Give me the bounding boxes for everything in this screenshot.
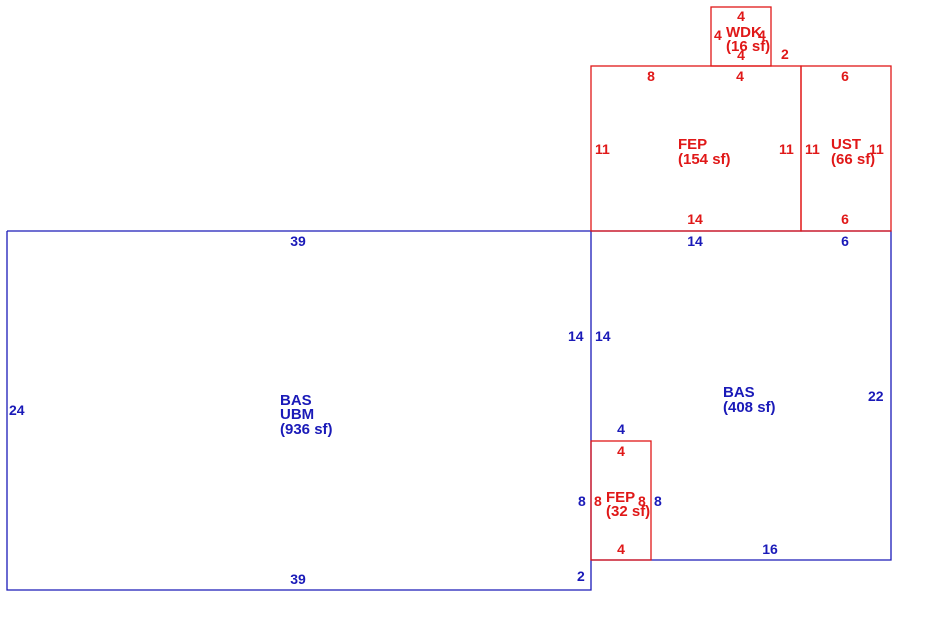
dimension-label: 4 — [617, 443, 625, 459]
dimension-label: 4 — [737, 47, 745, 63]
dimension-label: 2 — [781, 46, 789, 62]
area-ust: UST (66 sf) 6 11 11 6 — [805, 68, 884, 227]
dimension-label: 6 — [841, 211, 849, 227]
dimension-label: 11 — [805, 141, 820, 157]
dimension-label: 14 — [595, 328, 611, 344]
dimension-label: 16 — [762, 541, 778, 557]
dimension-label: 11 — [869, 141, 884, 157]
wdk-outline — [710, 6, 772, 67]
area-label-line: WDK — [726, 24, 762, 41]
area-bas-right: BAS (408 sf) 14 6 22 16 14 4 8 8 — [578, 233, 884, 557]
dimension-label: 14 — [568, 328, 584, 344]
dimension-label: 4 — [737, 8, 745, 24]
dimension-label: 4 — [758, 27, 766, 43]
area-label-line: FEP — [606, 489, 635, 506]
area-label-line: BAS — [723, 384, 755, 401]
area-wdk: WDK (16 sf) 4 4 4 4 2 — [714, 8, 789, 63]
dimension-label: 6 — [841, 68, 849, 84]
dimension-label: 11 — [779, 141, 794, 157]
dimension-label: 2 — [577, 568, 585, 584]
ust-outline — [800, 65, 892, 232]
fep-small-outline — [590, 440, 652, 561]
dimension-label: 8 — [578, 493, 586, 509]
area-fep-small: FEP (32 sf) 4 4 8 8 — [594, 443, 650, 557]
area-label-line: BAS — [280, 392, 312, 409]
dimension-label: 8 — [594, 493, 602, 509]
area-size-label: (66 sf) — [831, 151, 875, 168]
area-size-label: (936 sf) — [280, 421, 333, 438]
dimension-label: 8 — [647, 68, 655, 84]
area-size-label: (32 sf) — [606, 503, 650, 520]
dimension-label: 8 — [654, 493, 662, 509]
area-label-line: UST — [831, 136, 861, 153]
dimension-label: 4 — [714, 27, 722, 43]
dimension-label: 6 — [841, 233, 849, 249]
dimension-label: 14 — [687, 211, 703, 227]
dimension-label: 4 — [617, 541, 625, 557]
bas-main-outline — [6, 230, 592, 591]
dimension-label: 24 — [9, 402, 25, 418]
dimension-label: 4 — [617, 421, 625, 437]
area-fep-top: FEP (154 sf) 8 4 11 11 14 — [595, 68, 794, 227]
area-size-label: (154 sf) — [678, 151, 731, 168]
area-size-label: (408 sf) — [723, 399, 776, 416]
area-size-label: (16 sf) — [726, 38, 770, 55]
dimension-label: 39 — [290, 571, 306, 587]
area-label-line: FEP — [678, 136, 707, 153]
dimension-label: 39 — [290, 233, 306, 249]
dimension-label: 14 — [687, 233, 703, 249]
area-label-line: UBM — [280, 406, 314, 423]
dimension-label: 4 — [736, 68, 744, 84]
dimension-label: 11 — [595, 141, 610, 157]
other-outlines — [590, 6, 892, 561]
area-bas-main: BAS UBM (936 sf) 39 39 24 14 2 — [9, 233, 585, 587]
dimension-label: 22 — [868, 388, 884, 404]
dimension-label: 8 — [638, 493, 646, 509]
